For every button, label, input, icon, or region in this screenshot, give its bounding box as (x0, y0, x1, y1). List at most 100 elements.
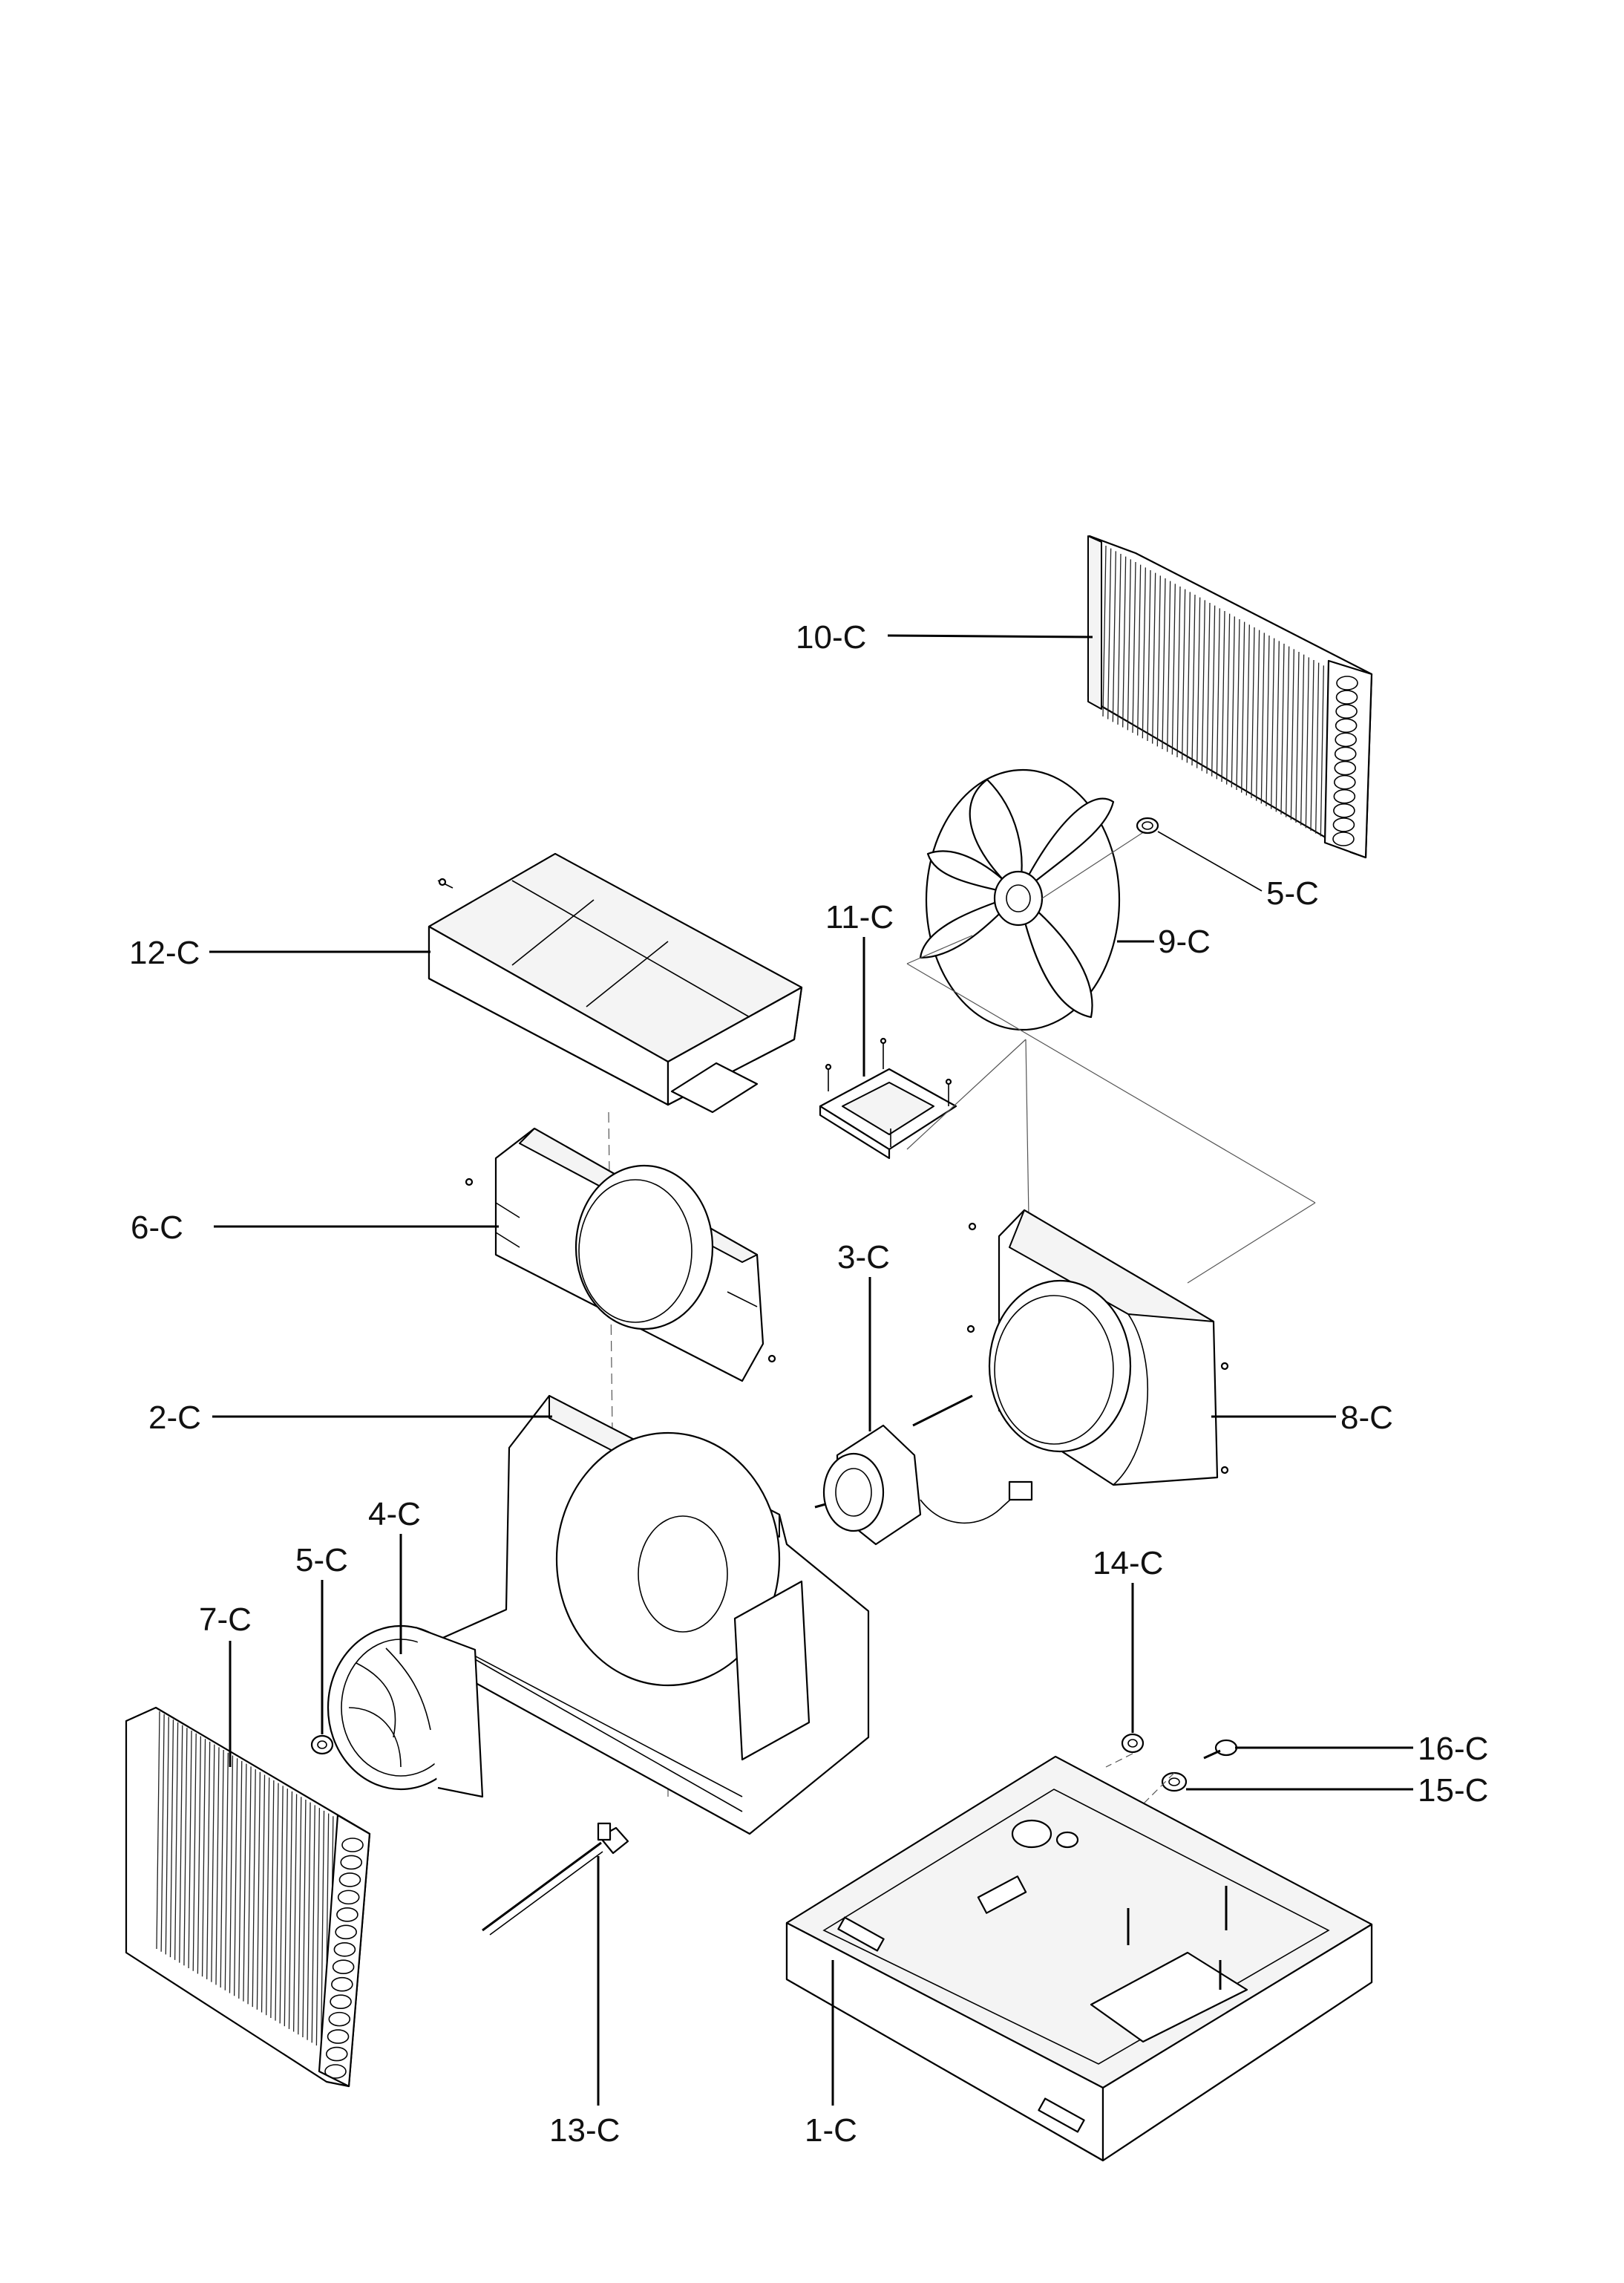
air-guide-box-part (428, 852, 803, 1114)
coil-fin (1201, 600, 1205, 771)
fan-motor-part (814, 1394, 1033, 1546)
fan-propeller-part (919, 768, 1147, 1031)
coil-tube-bend (1334, 760, 1357, 776)
coil-fin (1182, 589, 1186, 760)
coil-fin (1310, 659, 1314, 832)
base-pan-part (785, 1755, 1373, 2162)
coil-fin (279, 1786, 284, 2024)
coil-fin (156, 1711, 160, 1950)
condenser-coil-part (1087, 535, 1373, 859)
thermistor-sensor-part (482, 1822, 629, 1936)
coil-fin (247, 1766, 252, 2005)
coil-fin (1127, 559, 1131, 731)
coil-fin (284, 1789, 288, 2027)
coil-tube-bend (332, 1959, 355, 1975)
coil-fin (1112, 551, 1116, 722)
coil-tube-bend (333, 1941, 356, 1957)
label-1-c: 1-C (805, 2112, 857, 2149)
coil-fin (220, 1750, 224, 1988)
coil-fin (1137, 564, 1142, 736)
motor-support-plate-part (819, 1037, 957, 1160)
coil-fin (270, 1780, 275, 2018)
coil-fin (320, 1810, 325, 2048)
coil-tube-bend (328, 2011, 351, 2027)
coil-fin (1132, 561, 1136, 734)
coil-tube-bend (1334, 746, 1357, 762)
label-8-c: 8-C (1340, 1399, 1393, 1436)
coil-fin (311, 1805, 315, 2043)
shroud-orifice-part (465, 1127, 776, 1382)
coil-tube-bend (336, 1907, 358, 1922)
coil-fin (288, 1791, 293, 2029)
coil-fin (233, 1758, 238, 1996)
coil-fin (1290, 649, 1294, 820)
coil-fin (292, 1794, 298, 2032)
coil-tube-bend (1335, 718, 1358, 734)
coil-fin (165, 1717, 169, 1955)
coil-tube-bend (1333, 788, 1356, 804)
coil-fin (1251, 627, 1255, 799)
coil-fin (197, 1736, 202, 1974)
orifice-panel-part (966, 1209, 1229, 1486)
coil-tube-bend (1335, 690, 1358, 705)
coil-tube-bend (335, 1924, 357, 1940)
screw-part (1203, 1739, 1238, 1760)
coil-fin (256, 1771, 261, 2010)
label-6-c: 6-C (131, 1209, 183, 1246)
coil-fin (243, 1763, 247, 2002)
coil-tube-bend (341, 1838, 364, 1852)
label-4-c: 4-C (368, 1496, 421, 1532)
label-13-c: 13-C (549, 2112, 620, 2149)
coil-fin (1196, 597, 1201, 768)
coil-tube-bend (327, 2029, 350, 2044)
coil-fin (1320, 665, 1324, 837)
coil-fin (1256, 630, 1260, 801)
coil-fin (1117, 553, 1122, 725)
coil-fin (1142, 567, 1146, 739)
coil-fin (1241, 621, 1245, 793)
coil-fin (201, 1739, 206, 1977)
coil-fin (1315, 662, 1320, 834)
coil-fin (224, 1752, 229, 1990)
coil-fin (1186, 592, 1191, 763)
coil-fin (1171, 584, 1176, 755)
coil-fin (1211, 605, 1216, 777)
coil-tube-bend (1335, 732, 1357, 748)
coil-fin (169, 1719, 174, 1958)
coil-tube-bend (1333, 803, 1355, 818)
coil-fin (1295, 651, 1300, 823)
coil-tube-bend (325, 2046, 348, 2062)
coil-fin (315, 1808, 321, 2046)
label-9-c: 9-C (1158, 924, 1211, 960)
coil-fin (266, 1777, 270, 2016)
coil-fin (261, 1774, 266, 2013)
coil-fin (1176, 586, 1181, 758)
label-7-c: 7-C (199, 1601, 252, 1638)
coil-fin (215, 1747, 220, 1985)
label-10-c: 10-C (796, 619, 866, 656)
evaporator-coil-part (125, 1706, 371, 2088)
coil-fin (1236, 618, 1240, 791)
coil-fin (307, 1802, 311, 2040)
drain-cap-part (1121, 1733, 1145, 1754)
coil-fin (1231, 616, 1235, 788)
coil-fin (192, 1733, 197, 1971)
coil-fin (229, 1755, 234, 1993)
label-11-c: 11-C (825, 899, 894, 935)
coil-tube-bend (1332, 817, 1355, 832)
coil-fin (302, 1799, 307, 2037)
coil-fin (1300, 654, 1305, 826)
coil-tube-bend (324, 2064, 347, 2079)
coil-fin (179, 1725, 183, 1963)
coil-fin (174, 1722, 179, 1960)
coil-fin (1102, 545, 1107, 717)
coil-fin (1191, 594, 1196, 766)
coil-fin (1152, 572, 1156, 744)
blower-wheel-part (327, 1624, 484, 1798)
label-15-c: 15-C (1418, 1772, 1488, 1809)
coil-fin (206, 1741, 211, 1979)
coil-fin (1280, 643, 1285, 815)
leader-10-c (887, 634, 1093, 638)
nut-part (310, 1734, 334, 1755)
coil-fin (1167, 581, 1171, 752)
